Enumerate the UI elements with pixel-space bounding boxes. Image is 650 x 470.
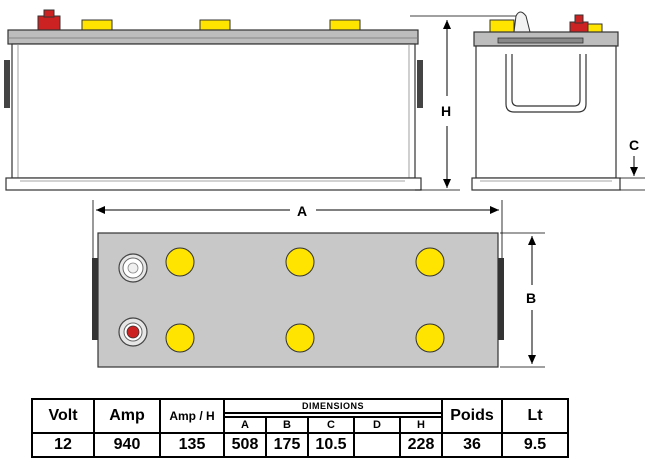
dimension-b	[500, 232, 545, 368]
vent-cap-4	[165, 323, 195, 353]
front-terminal-positive	[37, 15, 61, 31]
side-view	[471, 11, 621, 191]
front-view	[4, 9, 423, 191]
front-cap-1	[81, 19, 113, 31]
vent-cap-5	[285, 323, 315, 353]
dimension-c	[620, 156, 645, 191]
battery-drawing: H C A	[4, 9, 645, 368]
value-dim-h: 228	[399, 432, 443, 458]
front-lid	[7, 29, 419, 45]
front-body	[11, 43, 416, 179]
header-amp-h: Amp / H	[159, 398, 225, 434]
header-dim-b: B	[265, 416, 309, 434]
vent-cap-3	[415, 247, 445, 277]
header-volt: Volt	[31, 398, 95, 434]
value-amp: 940	[93, 432, 161, 458]
spec-table: Volt Amp Amp / H DIMENSIONS Poids Lt A B…	[31, 398, 569, 458]
dimension-c-label: C	[629, 137, 639, 153]
header-poids: Poids	[441, 398, 503, 434]
value-amp-h: 135	[159, 432, 225, 458]
value-dim-b: 175	[265, 432, 309, 458]
front-cap-2	[199, 19, 231, 31]
header-dimensions: DIMENSIONS	[223, 398, 443, 414]
vent-cap-6	[415, 323, 445, 353]
vent-cap-2	[285, 247, 315, 277]
value-dim-d	[353, 432, 401, 458]
header-dim-c: C	[307, 416, 355, 434]
dimension-a-label: A	[297, 203, 307, 219]
vent-cap-1	[165, 247, 195, 277]
dimension-h-label: H	[441, 103, 451, 119]
side-base	[471, 177, 621, 191]
value-dim-a: 508	[223, 432, 267, 458]
dimension-h	[410, 15, 520, 191]
dimension-b-label: B	[526, 290, 536, 306]
top-view	[92, 232, 504, 368]
header-lt: Lt	[501, 398, 569, 434]
value-lt: 9.5	[501, 432, 569, 458]
value-poids: 36	[441, 432, 503, 458]
header-amp: Amp	[93, 398, 161, 434]
front-cap-3	[329, 19, 361, 31]
value-volt: 12	[31, 432, 95, 458]
header-dim-h: H	[399, 416, 443, 434]
value-dim-c: 10.5	[307, 432, 355, 458]
front-base	[5, 177, 422, 191]
header-dim-d: D	[353, 416, 401, 434]
header-dim-a: A	[223, 416, 267, 434]
